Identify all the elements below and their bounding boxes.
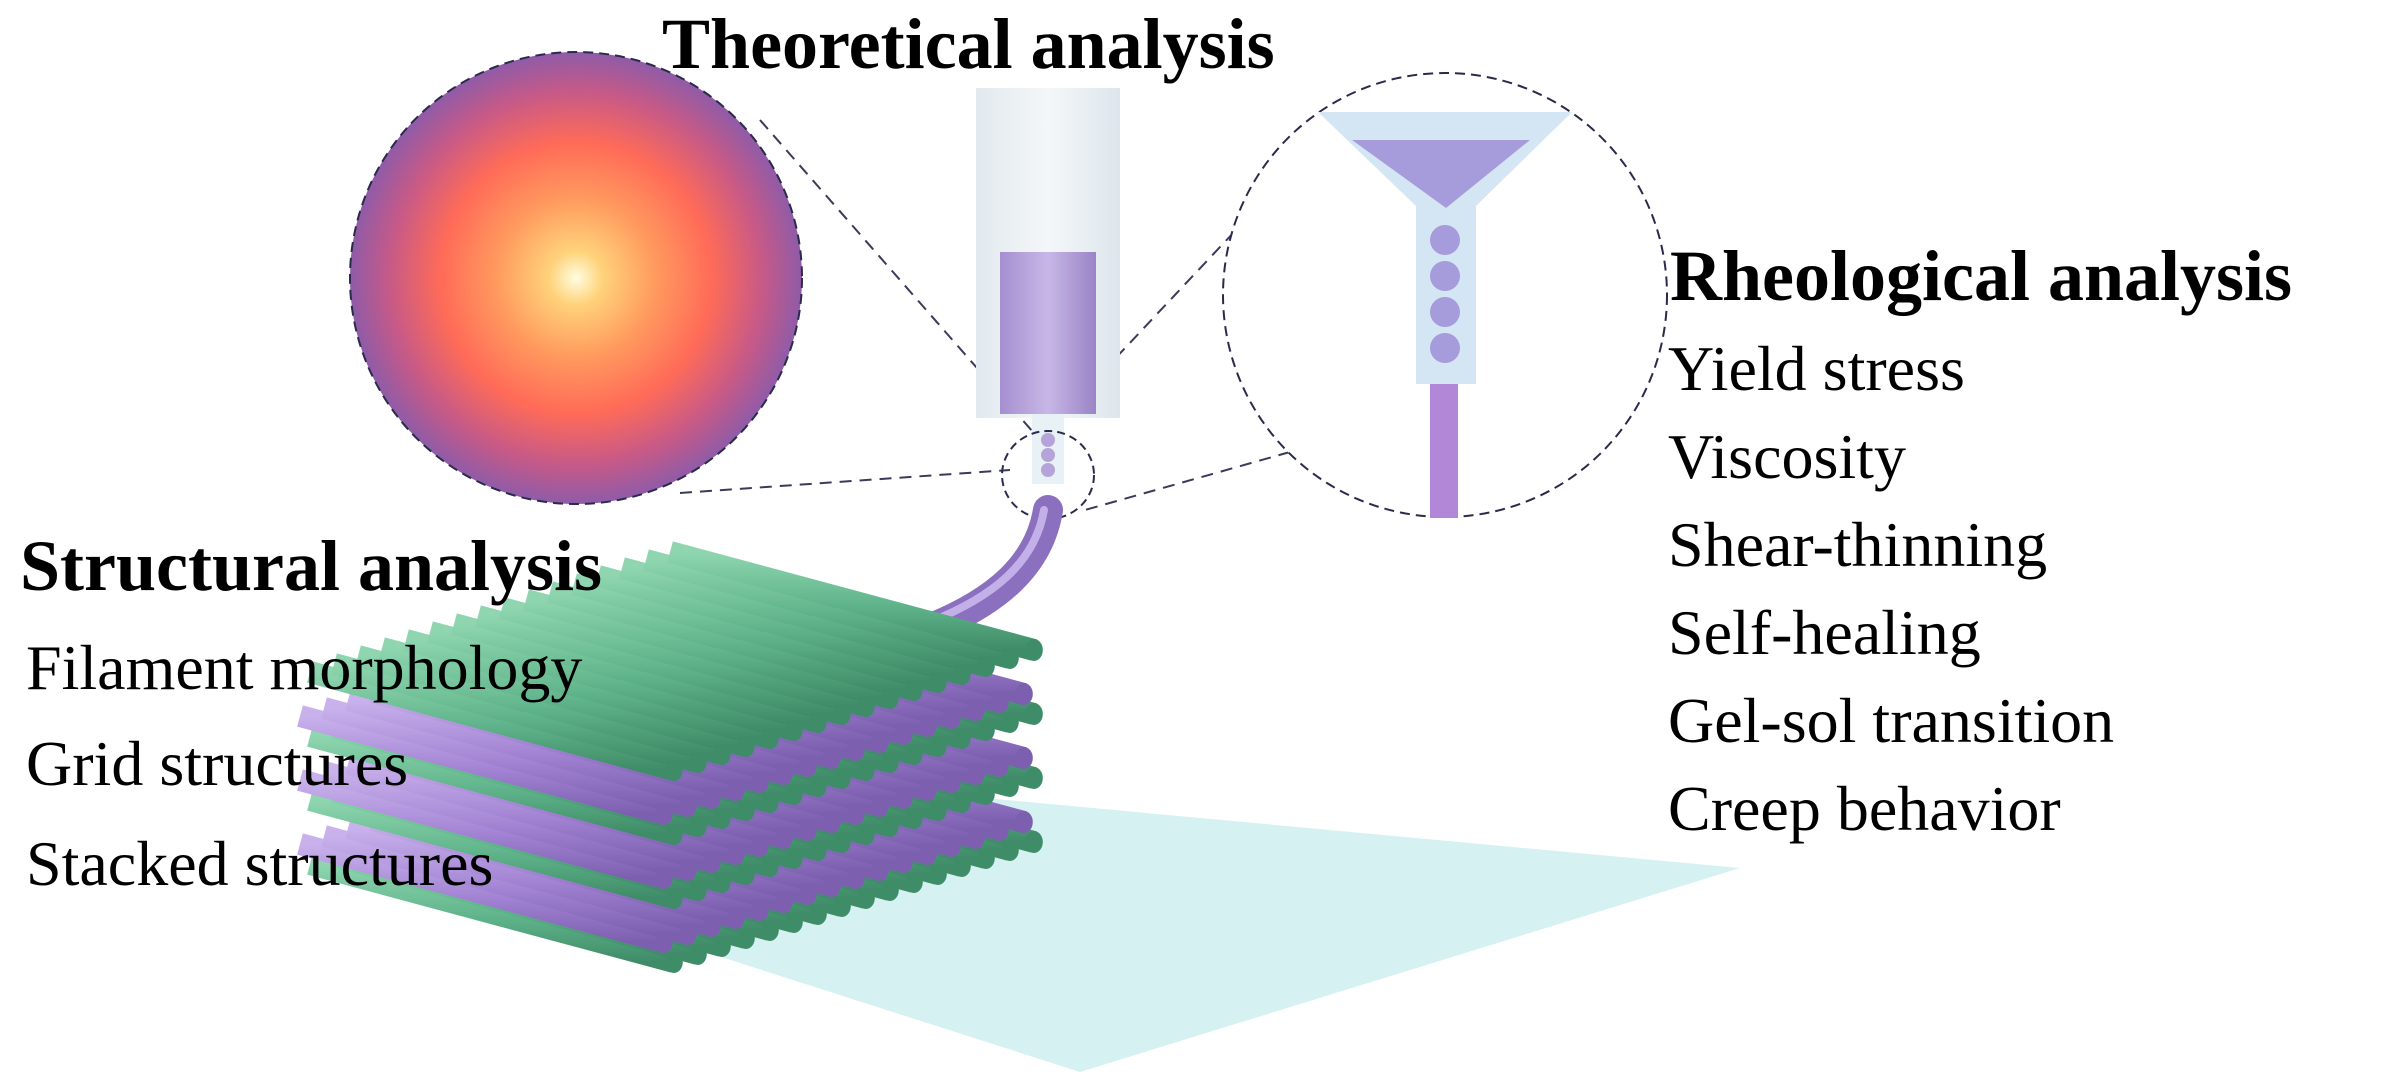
lattice-rod-green xyxy=(595,565,965,685)
lattice-rod-green xyxy=(403,629,773,749)
rheology-item-viscosity: Viscosity xyxy=(1668,421,1906,492)
structure-item-grid-structures: Grid structures xyxy=(26,728,409,799)
rheological-analysis-title: Rheological analysis xyxy=(1670,236,2293,316)
structure-item-stacked-structures: Stacked structures xyxy=(26,828,494,899)
lattice-rod-green xyxy=(499,597,869,717)
lattice-rod-green-end xyxy=(1025,831,1043,853)
lattice-rod-purple xyxy=(345,817,715,937)
lattice-rod-green xyxy=(451,613,821,733)
rheology-zoom-circle xyxy=(1222,72,1668,518)
structural-analysis-title: Structural analysis xyxy=(20,526,603,606)
lattice-rod-purple-end xyxy=(1015,683,1033,705)
rheology-item-gel-sol-transition: Gel-sol transition xyxy=(1668,685,2115,756)
lattice-rod-green xyxy=(571,573,941,693)
lattice-rod-green xyxy=(475,605,845,725)
lattice-rod-purple-end xyxy=(1015,811,1033,833)
structure-item-filament-morphology: Filament morphology xyxy=(26,632,583,703)
rheology-item-yield-stress: Yield stress xyxy=(1668,333,1965,404)
lattice-rod-purple xyxy=(297,769,667,889)
lattice-rod-purple xyxy=(345,753,715,873)
rheology-item-self-healing: Self-healing xyxy=(1668,597,1981,668)
syringe-nozzle xyxy=(976,88,1120,484)
lattice-rod-green xyxy=(307,661,677,781)
lattice-rod-green-end xyxy=(1025,703,1043,725)
lattice-rod-green xyxy=(667,541,1037,661)
lattice-rod-purple xyxy=(321,697,691,817)
printed-lattice-scaffold xyxy=(297,541,1043,973)
lattice-rod-purple xyxy=(297,833,667,953)
lattice-rod-green xyxy=(307,789,677,909)
lattice-rod-purple xyxy=(345,689,715,809)
lattice-rod-green xyxy=(355,645,725,765)
lattice-rod-green-end xyxy=(1025,639,1043,661)
lattice-rod-purple xyxy=(321,825,691,945)
lattice-rod-green xyxy=(307,853,677,973)
lattice-rod-green xyxy=(307,725,677,845)
lattice-rod-purple-end xyxy=(1015,747,1033,769)
lattice-rod-green xyxy=(547,581,917,701)
lattice-rod-green xyxy=(427,621,797,741)
lattice-rod-green xyxy=(619,557,989,677)
lattice-rod-purple xyxy=(321,761,691,881)
lattice-rod-green xyxy=(379,637,749,757)
lattice-rod-green xyxy=(523,589,893,709)
lattice-rod-green xyxy=(331,653,701,773)
theoretical-sphere xyxy=(349,51,803,505)
lattice-rod-purple xyxy=(297,705,667,825)
lattice-rod-green xyxy=(643,549,1013,669)
lattice-rod-green-end xyxy=(1025,767,1043,789)
theoretical-analysis-title: Theoretical analysis xyxy=(662,4,1275,84)
rheology-item-creep-behavior: Creep behavior xyxy=(1668,773,2061,844)
rheology-item-shear-thinning: Shear-thinning xyxy=(1668,509,2048,580)
